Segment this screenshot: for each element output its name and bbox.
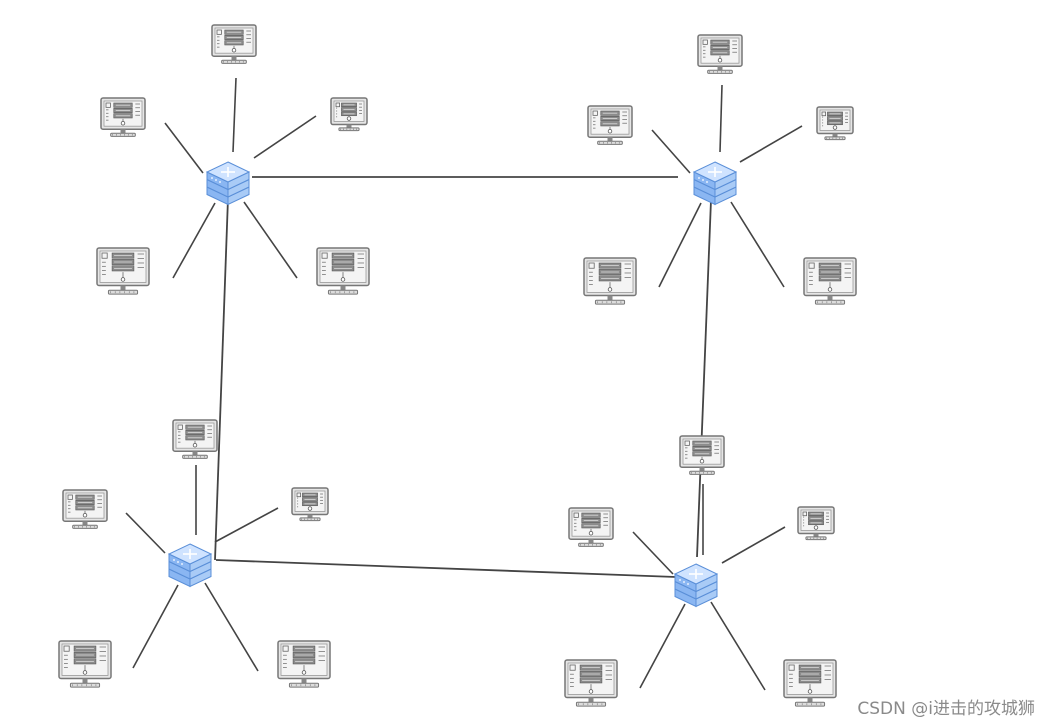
server-terminal-icon [316,247,370,295]
watermark: CSDN @i进击的攻城狮 [857,699,1035,719]
terminal-link [710,601,766,691]
terminal-link [172,202,216,279]
terminal-link [214,507,279,543]
backbone-link [215,559,677,578]
terminal-link [639,603,686,689]
network-switch-icon [673,563,719,608]
server-terminal-icon [564,659,618,707]
server-terminal-icon [783,659,837,707]
server-terminal-icon [816,106,854,141]
backbone-link [214,197,229,561]
server-terminal-icon [62,489,108,529]
server-terminal-icon [291,487,329,522]
network-switch-icon [692,161,738,206]
server-terminal-icon [172,419,218,459]
terminal-link [232,77,237,153]
server-terminal-icon [568,507,614,547]
terminal-link [730,201,785,288]
terminal-link [164,122,204,174]
terminal-link [253,115,317,159]
terminal-link [243,201,298,279]
server-terminal-icon [587,105,633,145]
terminal-link [719,84,723,153]
server-terminal-icon [803,257,857,305]
server-terminal-icon [96,247,150,295]
server-terminal-icon [58,640,112,688]
server-terminal-icon [697,34,743,74]
links-layer [125,77,803,691]
terminal-link [651,129,691,174]
terminal-link [125,512,166,554]
server-terminal-icon [583,257,637,305]
network-switch-icon [205,161,251,206]
backbone-link [696,199,712,558]
server-terminal-icon [679,435,725,475]
terminal-link [739,125,803,163]
server-terminal-icon [100,97,146,137]
terminal-link [204,582,259,672]
terminal-link [658,202,702,288]
server-terminal-icon [330,97,368,132]
terminal-link [721,526,786,564]
server-terminal-icon [277,640,331,688]
network-switch-icon [167,543,213,588]
server-terminal-icon [797,506,835,541]
server-terminal-icon [211,24,257,64]
terminal-link [132,584,179,669]
terminal-link [632,531,674,575]
